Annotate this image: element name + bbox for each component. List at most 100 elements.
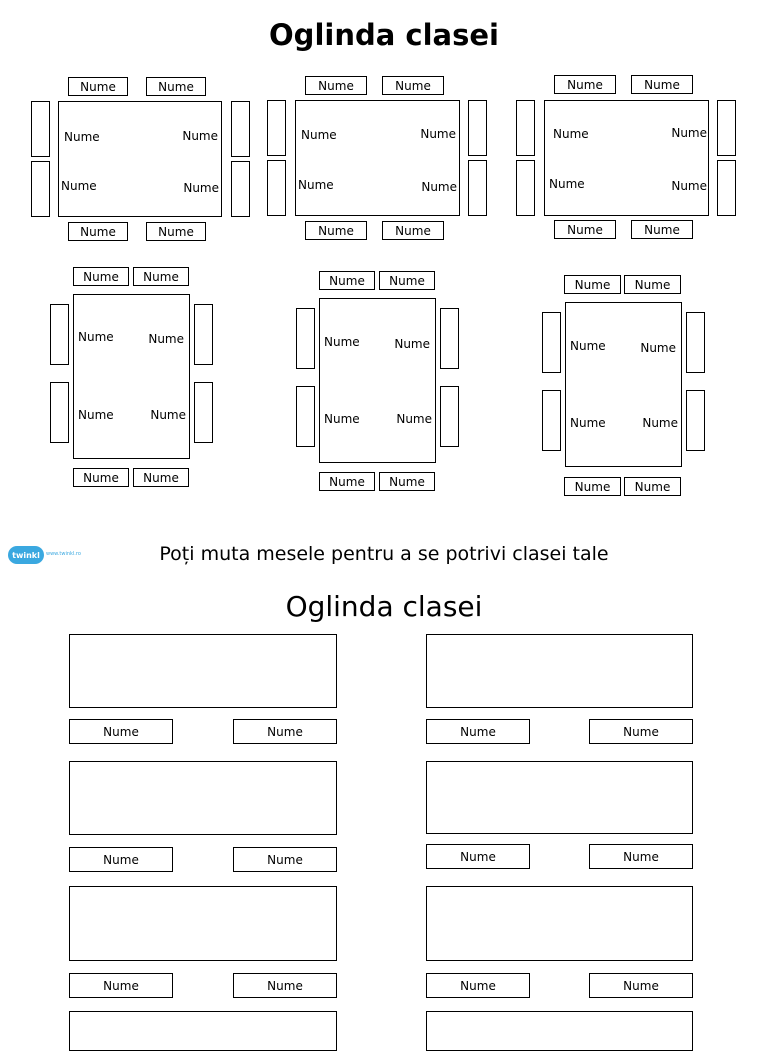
side-seat <box>296 308 315 369</box>
name-tag[interactable]: Nume <box>146 222 206 241</box>
desk-name-label[interactable]: Nume <box>420 127 456 141</box>
side-seat <box>267 160 286 216</box>
side-seat <box>50 382 69 443</box>
desk-name-label[interactable]: Nume <box>64 130 100 144</box>
side-seat <box>50 304 69 365</box>
desk-name-label[interactable]: Nume <box>642 416 678 430</box>
name-tag[interactable]: Nume <box>554 75 616 94</box>
desk-name-label[interactable]: Nume <box>549 177 585 191</box>
side-seat <box>231 161 250 217</box>
name-tag[interactable]: Nume <box>133 468 189 487</box>
desk-name-label[interactable]: Nume <box>553 127 589 141</box>
desk <box>426 1011 693 1051</box>
desk-name-label[interactable]: Nume <box>640 341 676 355</box>
desk <box>426 634 693 708</box>
name-tag[interactable]: Nume <box>379 472 435 491</box>
desk-name-label[interactable]: Nume <box>396 412 432 426</box>
name-tag[interactable]: Nume <box>631 75 693 94</box>
name-tag[interactable]: Nume <box>554 220 616 239</box>
desk <box>69 886 337 961</box>
name-tag[interactable]: Nume <box>426 973 530 998</box>
name-tag[interactable]: Nume <box>68 77 128 96</box>
page-title-top: Oglinda clasei <box>269 18 499 52</box>
name-tag[interactable]: Nume <box>426 719 530 744</box>
desk-name-label[interactable]: Nume <box>61 179 97 193</box>
logo-badge: twinkl <box>8 546 44 564</box>
side-seat <box>516 100 535 156</box>
desk <box>69 634 337 708</box>
desk-name-label[interactable]: Nume <box>324 335 360 349</box>
name-tag[interactable]: Nume <box>305 76 367 95</box>
side-seat <box>686 312 705 373</box>
desk-name-label[interactable]: Nume <box>150 408 186 422</box>
desk-name-label[interactable]: Nume <box>78 408 114 422</box>
instruction-note: Poți muta mesele pentru a se potrivi cla… <box>159 543 609 565</box>
name-tag[interactable]: Nume <box>624 477 681 496</box>
name-tag[interactable]: Nume <box>146 77 206 96</box>
name-tag[interactable]: Nume <box>305 221 367 240</box>
name-tag[interactable]: Nume <box>589 844 693 869</box>
side-seat <box>516 160 535 216</box>
name-tag[interactable]: Nume <box>624 275 681 294</box>
desk-name-label[interactable]: Nume <box>570 416 606 430</box>
name-tag[interactable]: Nume <box>68 222 128 241</box>
name-tag[interactable]: Nume <box>233 719 337 744</box>
name-tag[interactable]: Nume <box>589 719 693 744</box>
side-seat <box>468 160 487 216</box>
desk <box>426 886 693 961</box>
name-tag[interactable]: Nume <box>233 847 337 872</box>
desk <box>69 1011 337 1051</box>
twinkl-logo: twinkl www.twinkl.ro <box>8 545 98 567</box>
name-tag[interactable]: Nume <box>319 472 375 491</box>
name-tag[interactable]: Nume <box>382 221 444 240</box>
desk-name-label[interactable]: Nume <box>570 339 606 353</box>
desk-name-label[interactable]: Nume <box>671 126 707 140</box>
logo-text: www.twinkl.ro <box>46 551 81 557</box>
side-seat <box>296 386 315 447</box>
desk-name-label[interactable]: Nume <box>148 332 184 346</box>
desk-name-label[interactable]: Nume <box>183 181 219 195</box>
side-seat <box>194 304 213 365</box>
side-seat <box>31 101 50 157</box>
name-tag[interactable]: Nume <box>379 271 435 290</box>
name-tag[interactable]: Nume <box>73 267 129 286</box>
side-seat <box>468 100 487 156</box>
name-tag[interactable]: Nume <box>382 76 444 95</box>
side-seat <box>440 308 459 369</box>
name-tag[interactable]: Nume <box>69 847 173 872</box>
desk-name-label[interactable]: Nume <box>421 180 457 194</box>
name-tag[interactable]: Nume <box>564 275 621 294</box>
side-seat <box>686 390 705 451</box>
side-seat <box>542 390 561 451</box>
desk-name-label[interactable]: Nume <box>298 178 334 192</box>
desk-name-label[interactable]: Nume <box>394 337 430 351</box>
desk <box>426 761 693 834</box>
name-tag[interactable]: Nume <box>426 844 530 869</box>
desk-name-label[interactable]: Nume <box>671 179 707 193</box>
name-tag[interactable]: Nume <box>69 719 173 744</box>
desk: Nume Nume Nume Nume <box>73 294 190 459</box>
desk: Nume Nume Nume Nume <box>544 100 709 216</box>
side-seat <box>717 160 736 216</box>
desk <box>69 761 337 835</box>
name-tag[interactable]: Nume <box>73 468 129 487</box>
name-tag[interactable]: Nume <box>589 973 693 998</box>
desk: Nume Nume Nume Nume <box>295 100 460 216</box>
desk: Nume Nume Nume Nume <box>319 298 436 463</box>
name-tag[interactable]: Nume <box>631 220 693 239</box>
name-tag[interactable]: Nume <box>233 973 337 998</box>
desk-name-label[interactable]: Nume <box>324 412 360 426</box>
side-seat <box>267 100 286 156</box>
side-seat <box>440 386 459 447</box>
side-seat <box>231 101 250 157</box>
name-tag[interactable]: Nume <box>69 973 173 998</box>
name-tag[interactable]: Nume <box>319 271 375 290</box>
desk: Nume Nume Nume Nume <box>565 302 682 467</box>
desk-name-label[interactable]: Nume <box>301 128 337 142</box>
side-seat <box>194 382 213 443</box>
side-seat <box>31 161 50 217</box>
name-tag[interactable]: Nume <box>564 477 621 496</box>
desk-name-label[interactable]: Nume <box>182 129 218 143</box>
name-tag[interactable]: Nume <box>133 267 189 286</box>
desk-name-label[interactable]: Nume <box>78 330 114 344</box>
